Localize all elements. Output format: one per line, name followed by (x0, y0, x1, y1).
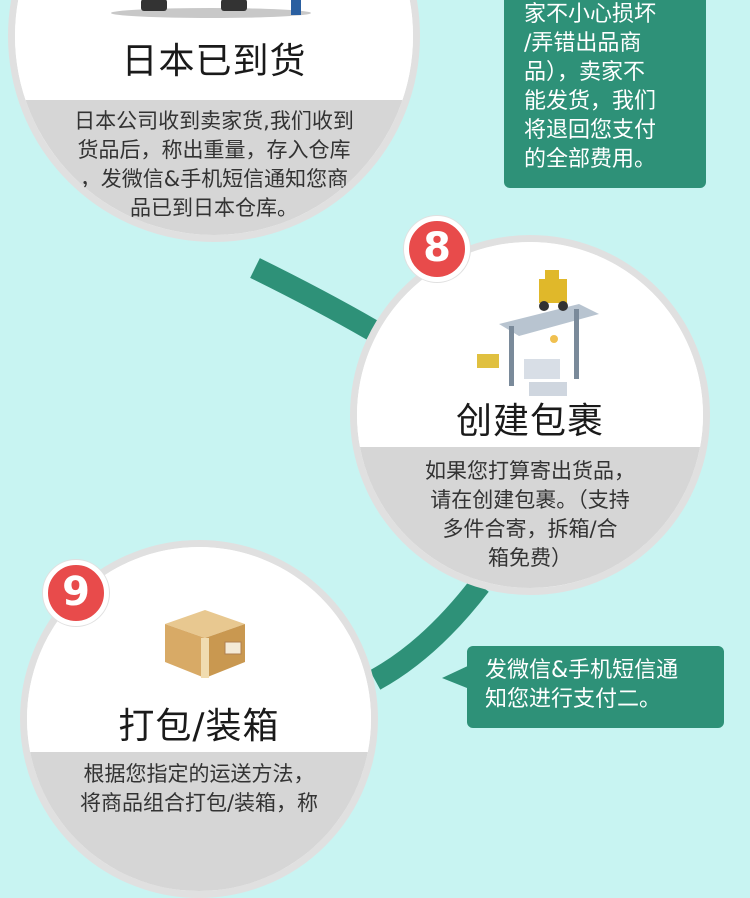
description-line: 箱免费） (488, 546, 572, 570)
description-line: 根据您指定的运送方法， (83, 762, 315, 786)
refund-note-bubble: 家不小心损坏 /弄错出品商 品），卖家不 能发货，我们 将退回您支付 的全部费用… (504, 0, 706, 188)
description-line: 日本公司收到卖家货,我们收到 (74, 109, 354, 133)
worker-illustration (111, 0, 311, 18)
step-arrived-circle: 日本已到货 日本公司收到卖家货,我们收到 货品后，称出重量，存入仓库 ，发微信&… (8, 0, 420, 242)
refund-note-line: 品），卖家不 (524, 60, 646, 85)
description-line: 货品后，称出重量，存入仓库 (77, 138, 351, 162)
step-number-badge: 9 (43, 560, 109, 626)
warehouse-illustration (477, 270, 599, 396)
description-line: ，发微信&手机短信通知您商 (79, 167, 349, 191)
step-description: 根据您指定的运送方法， 将商品组合打包/装箱，称 (37, 760, 361, 818)
payment-note-bubble: 发微信&手机短信通 知您进行支付二。 (467, 646, 724, 728)
step-number-badge: 8 (404, 216, 470, 282)
payment-note-line: 发微信&手机短信通 (485, 658, 679, 683)
refund-note-line: 将退回您支付 (524, 118, 657, 143)
payment-note-line: 知您进行支付二。 (485, 687, 662, 712)
description-line: 多件合寄，拆箱/合 (442, 517, 618, 541)
step-description: 如果您打算寄出货品， 请在创建包裹。（支持 多件合寄，拆箱/合 箱免费） (367, 457, 693, 573)
step-title: 日本已到货 (121, 41, 307, 82)
description-line: 将商品组合打包/装箱，称 (79, 791, 319, 815)
step-create-package-circle: 创建包裹 如果您打算寄出货品， 请在创建包裹。（支持 多件合寄，拆箱/合 箱免费… (350, 235, 710, 595)
refund-note-line: 家不小心损坏 (524, 2, 657, 27)
box-icon (165, 610, 245, 678)
refund-note-line: 的全部费用。 (524, 147, 657, 172)
bubble-pointer (442, 664, 472, 690)
step-description: 日本公司收到卖家货,我们收到 货品后，称出重量，存入仓库 ，发微信&手机短信通知… (35, 107, 393, 223)
refund-note-line: 能发货，我们 (524, 89, 657, 114)
description-line: 品已到日本仓库。 (130, 196, 298, 220)
description-line: 如果您打算寄出货品， (425, 459, 635, 483)
description-line: 请在创建包裹。（支持 (430, 488, 630, 512)
step-title: 打包/装箱 (118, 706, 280, 747)
step-title: 创建包裹 (455, 401, 604, 442)
refund-note-line: /弄错出品商 (524, 31, 642, 56)
